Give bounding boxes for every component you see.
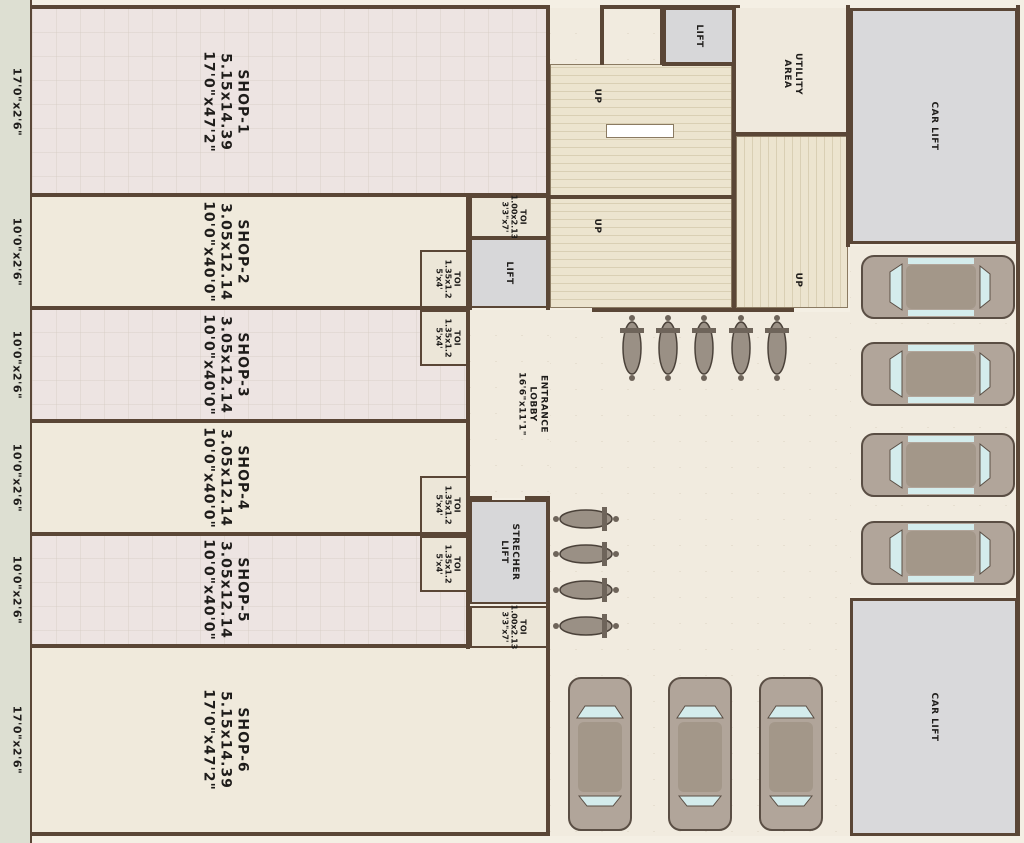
wall (734, 132, 850, 136)
wall (594, 308, 794, 312)
wall (470, 496, 492, 500)
stair-landing (550, 8, 662, 64)
toilet (420, 310, 468, 366)
shop-4 (32, 421, 468, 534)
wall (660, 5, 664, 65)
lift (470, 238, 548, 308)
wall (32, 644, 472, 648)
shop-1 (32, 8, 548, 196)
stretcher-lift (470, 500, 548, 604)
wall (32, 193, 472, 197)
shop-6 (32, 646, 548, 834)
wall (32, 532, 472, 536)
shop-3 (32, 308, 468, 421)
staircase (736, 136, 848, 308)
wall (466, 193, 550, 197)
wall (32, 306, 472, 310)
wall (600, 5, 740, 9)
staircase (550, 198, 732, 308)
car-lift (850, 598, 1018, 836)
toilet (420, 250, 468, 308)
wall (546, 5, 550, 311)
wall (466, 193, 470, 649)
wall (732, 5, 736, 311)
wall (546, 498, 550, 836)
wall (600, 5, 604, 65)
wall (550, 195, 736, 199)
toilet (470, 196, 548, 238)
shop-2 (32, 196, 468, 308)
shop-5 (32, 534, 468, 646)
wall (846, 5, 850, 247)
wall (32, 832, 550, 836)
wall (662, 62, 738, 66)
wall (32, 5, 550, 9)
toilet (470, 606, 548, 648)
wall (32, 419, 472, 423)
stair-handrail (606, 124, 674, 138)
wall (1016, 5, 1020, 836)
utility-area (736, 8, 848, 134)
toilet (420, 476, 468, 534)
toilet (420, 536, 468, 592)
frontage-strip (0, 0, 32, 843)
